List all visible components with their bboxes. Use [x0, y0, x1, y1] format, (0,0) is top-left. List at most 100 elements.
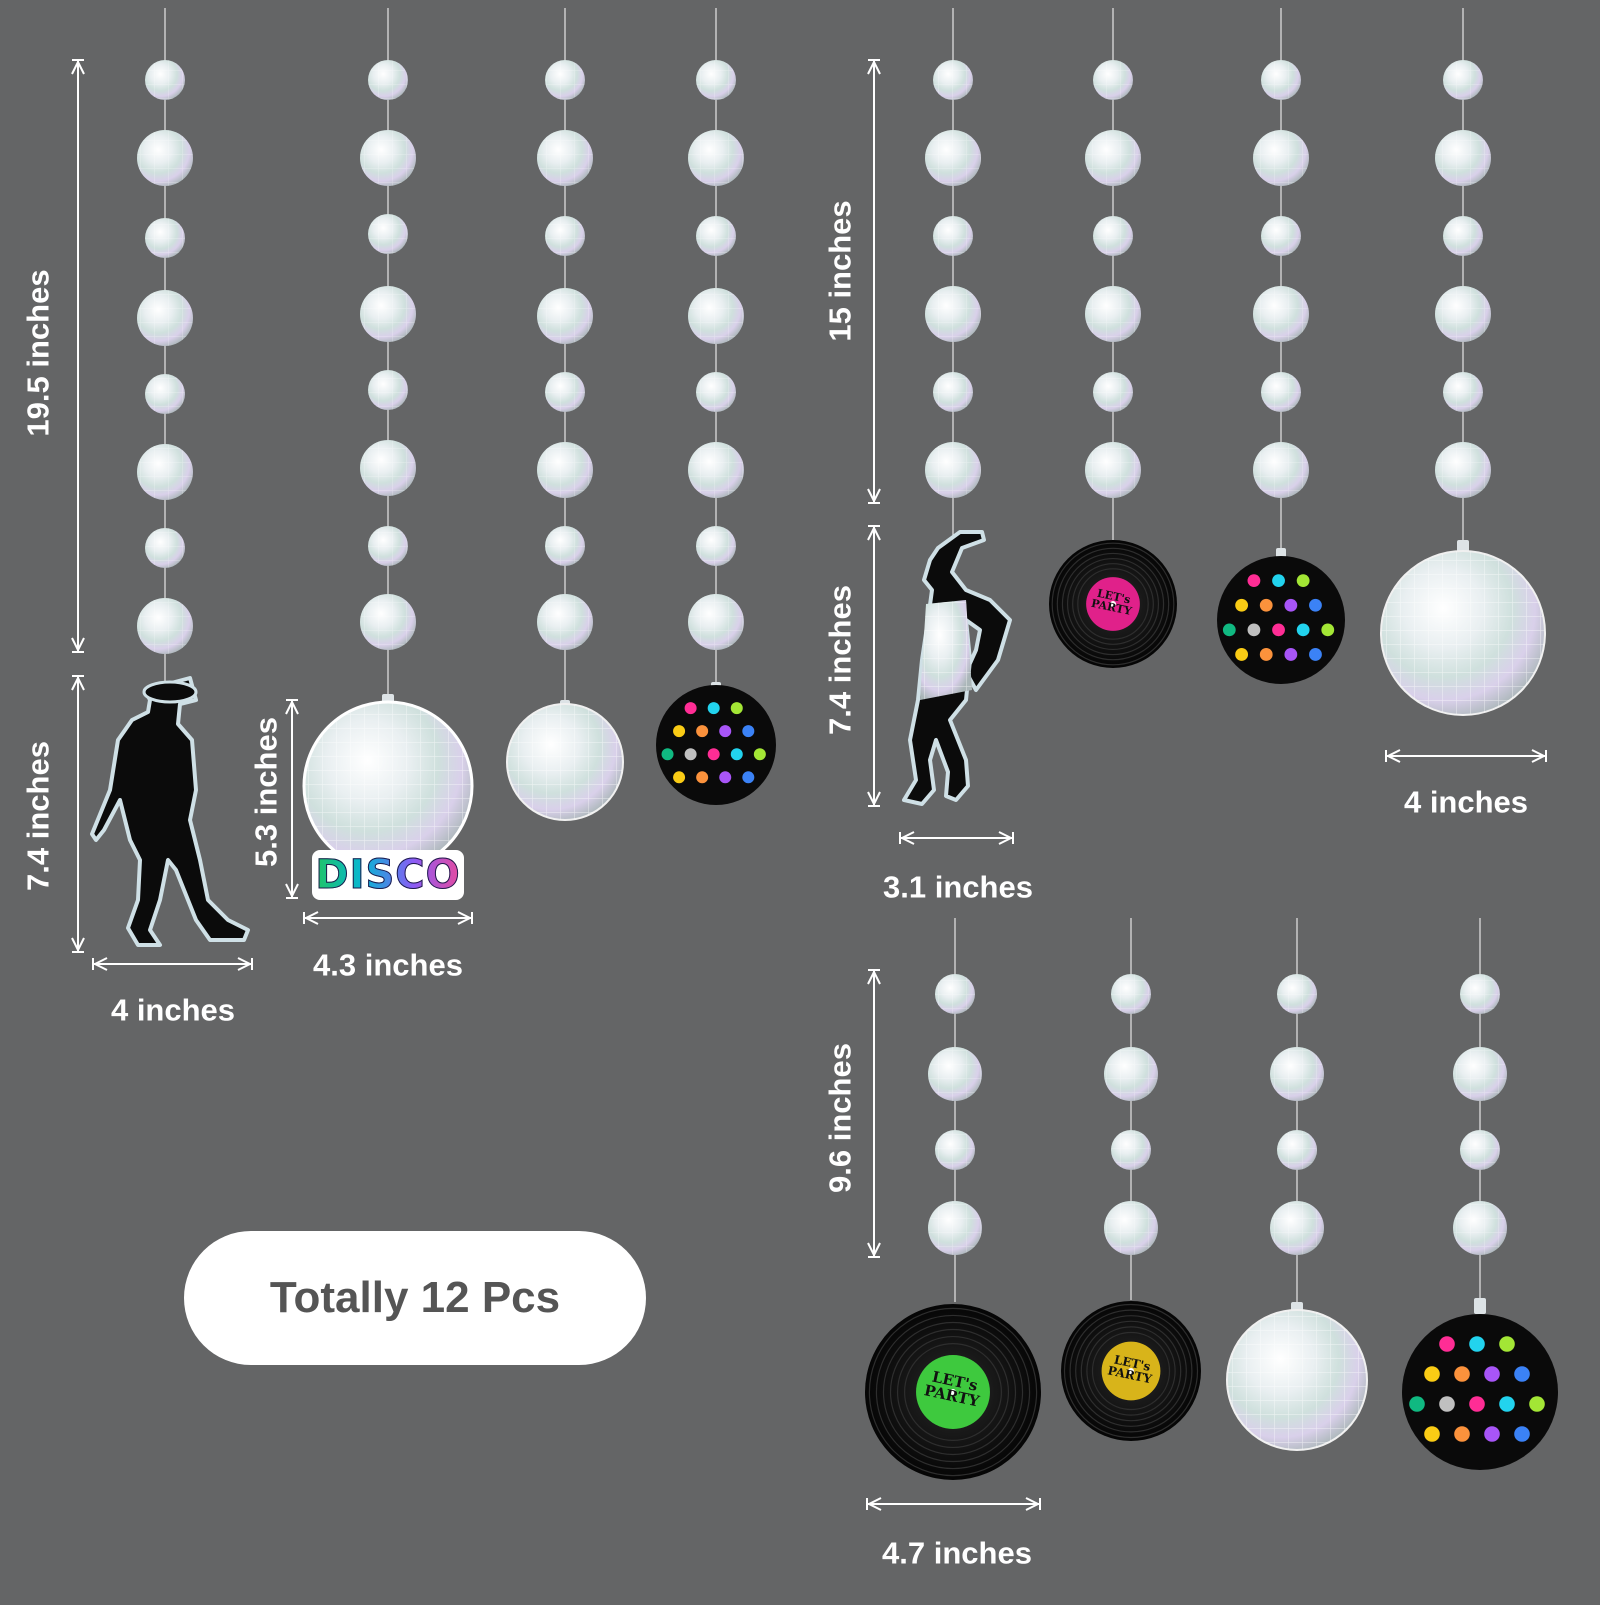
sequin-string	[1435, 8, 1491, 545]
polka-dot	[730, 748, 743, 761]
polka-dot	[1235, 648, 1249, 661]
bottom-string-length-label: 9.6 inches	[822, 1043, 858, 1193]
polka-dot	[742, 725, 755, 738]
dimension-arrow	[867, 59, 881, 504]
male-dancer-silhouette	[90, 676, 250, 947]
polka-dot	[1514, 1426, 1530, 1442]
polka-dot	[1247, 623, 1261, 637]
female-dancer-silhouette	[902, 530, 1012, 806]
polka-dot	[1409, 1396, 1425, 1412]
dimension-arrow	[1385, 749, 1547, 763]
polka-dot	[1454, 1426, 1470, 1442]
polka-dot	[1321, 623, 1335, 637]
polka-dot	[1424, 1366, 1440, 1382]
polka-dot	[1272, 574, 1285, 588]
polka-dot-ball-ornament	[1402, 1298, 1558, 1470]
vinyl-record-gold	[1061, 1301, 1201, 1441]
sequin-string	[688, 8, 744, 686]
dimension-arrow	[71, 675, 85, 953]
disco-sign-ornament	[302, 694, 474, 900]
polka-dot	[719, 771, 732, 784]
sequin-string	[1270, 918, 1324, 1302]
polka-dot	[1272, 623, 1285, 637]
sequin-string	[1085, 8, 1141, 545]
left-total-height-label: 19.5 inches	[20, 269, 56, 437]
sequin-string	[1104, 918, 1158, 1300]
polka-dot	[673, 725, 686, 738]
right-dancer-height-label: 7.4 inches	[822, 585, 858, 735]
polka-dot	[1439, 1396, 1455, 1412]
dimension-arrow	[866, 1497, 1041, 1511]
polka-dot	[1529, 1396, 1545, 1412]
polka-dot	[1454, 1366, 1470, 1382]
total-pieces-badge: Totally 12 Pcs	[184, 1231, 646, 1365]
polka-dot	[1469, 1336, 1485, 1352]
polka-dot	[1439, 1336, 1455, 1352]
large-mirror-ball-ornament	[1380, 540, 1546, 716]
right-string-length-label: 15 inches	[822, 200, 858, 342]
right-ball-width-label: 4 inches	[1403, 784, 1529, 820]
polka-dot	[1309, 598, 1322, 612]
hanging-strings	[137, 8, 1507, 1302]
dimension-arrow	[867, 969, 881, 1258]
polka-dot	[742, 771, 755, 784]
disco-sign-height-label: 5.3 inches	[248, 717, 284, 867]
dimension-arrow	[303, 911, 473, 925]
polka-dot	[1499, 1396, 1515, 1412]
mirror-ball-ornament	[1226, 1302, 1368, 1451]
vinyl-record-green	[865, 1304, 1041, 1480]
dimension-arrows	[71, 59, 1547, 1511]
polka-dot	[730, 702, 743, 715]
polka-dot	[753, 748, 766, 761]
polka-dot	[1469, 1396, 1485, 1412]
sequin-string	[925, 8, 981, 540]
dimension-arrow	[71, 59, 85, 653]
polka-dot	[1424, 1426, 1440, 1442]
polka-dot	[696, 771, 709, 784]
polka-dot	[696, 725, 709, 738]
left-dancer-height-label: 7.4 inches	[20, 741, 56, 891]
right-dancer-width-label: 3.1 inches	[883, 869, 1033, 905]
polka-dot	[684, 702, 697, 715]
polka-dot	[1484, 1426, 1500, 1442]
polka-dot	[1284, 598, 1298, 612]
polka-dot	[707, 702, 720, 715]
polka-dot-ball-ornament	[656, 682, 776, 805]
polka-dot	[1259, 648, 1273, 661]
polka-dot	[1309, 648, 1322, 661]
dimension-arrow	[867, 525, 881, 807]
left-dancer-width-label: 4 inches	[110, 992, 236, 1028]
sequin-string	[360, 8, 416, 700]
polka-dot	[1247, 574, 1261, 588]
polka-dot	[1296, 623, 1310, 637]
polka-dot	[1499, 1336, 1515, 1352]
polka-dot	[673, 771, 686, 784]
sequin-string	[137, 8, 193, 690]
vinyl-record-magenta	[1049, 540, 1177, 668]
polka-dot	[1259, 598, 1273, 612]
polka-dot	[719, 725, 732, 738]
polka-dot	[661, 748, 674, 761]
dimension-arrow	[285, 699, 299, 899]
polka-dot	[1235, 598, 1249, 612]
disco-sign-text: DISCO	[312, 850, 464, 900]
sequin-string	[928, 918, 982, 1302]
sequin-string	[1453, 918, 1507, 1298]
polka-dot	[684, 748, 697, 761]
bottom-record-width-label: 4.7 inches	[882, 1535, 1032, 1571]
mirror-ball-ornament	[506, 700, 624, 821]
dimension-arrow	[899, 831, 1014, 845]
sequin-string	[1253, 8, 1309, 552]
polka-dot	[1296, 574, 1310, 588]
polka-dot	[1514, 1366, 1530, 1382]
polka-dot-ball-ornament	[1217, 548, 1345, 684]
polka-dot	[1222, 623, 1236, 637]
dimension-arrow	[92, 957, 253, 971]
total-pieces-text: Totally 12 Pcs	[269, 1273, 561, 1322]
polka-dot	[707, 748, 720, 761]
disco-sign-width-label: 4.3 inches	[313, 947, 463, 983]
sequin-string	[537, 8, 593, 704]
polka-dot	[1284, 648, 1298, 661]
